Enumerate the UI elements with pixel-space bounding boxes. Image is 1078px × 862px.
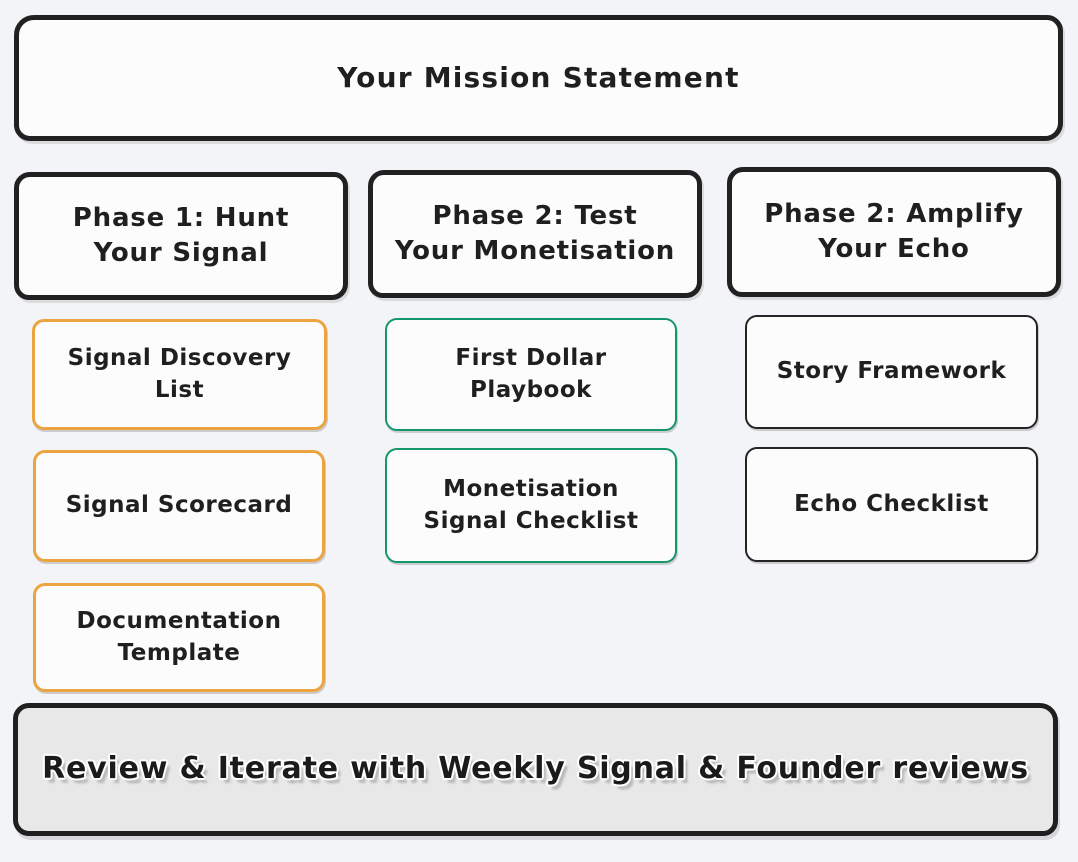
item-story-framework: Story Framework [745, 315, 1038, 429]
phase-3-header-box: Phase 2: Amplify Your Echo [727, 167, 1061, 297]
mission-statement-box: Your Mission Statement [14, 15, 1063, 141]
item-label: Echo Checklist [794, 490, 989, 517]
review-iterate-label: Review & Iterate with Weekly Signal & Fo… [42, 751, 1029, 787]
phase-1-header-label: Phase 1: Hunt Your Signal [72, 202, 290, 268]
item-signal-scorecard: Signal Scorecard [33, 450, 325, 562]
item-documentation-template: Documentation Template [33, 583, 325, 692]
item-label: First Dollar Playbook [455, 345, 607, 403]
item-monetisation-signal-checklist: Monetisation Signal Checklist [385, 448, 677, 563]
review-iterate-box: Review & Iterate with Weekly Signal & Fo… [13, 703, 1058, 836]
phase-3-header-label: Phase 2: Amplify Your Echo [764, 198, 1024, 264]
item-echo-checklist: Echo Checklist [745, 447, 1038, 562]
item-label: Signal Discovery List [67, 345, 292, 403]
item-label: Story Framework [776, 358, 1007, 385]
item-first-dollar-playbook: First Dollar Playbook [385, 318, 677, 431]
item-label: Monetisation Signal Checklist [423, 476, 639, 534]
phase-2-header-box: Phase 2: Test Your Monetisation [368, 170, 702, 298]
phase-1-header-box: Phase 1: Hunt Your Signal [14, 172, 348, 300]
item-label: Documentation Template [76, 608, 282, 666]
mission-statement-label: Your Mission Statement [337, 61, 740, 95]
item-signal-discovery-list: Signal Discovery List [32, 319, 327, 431]
item-label: Signal Scorecard [65, 492, 293, 519]
phase-2-header-label: Phase 2: Test Your Monetisation [394, 200, 676, 266]
